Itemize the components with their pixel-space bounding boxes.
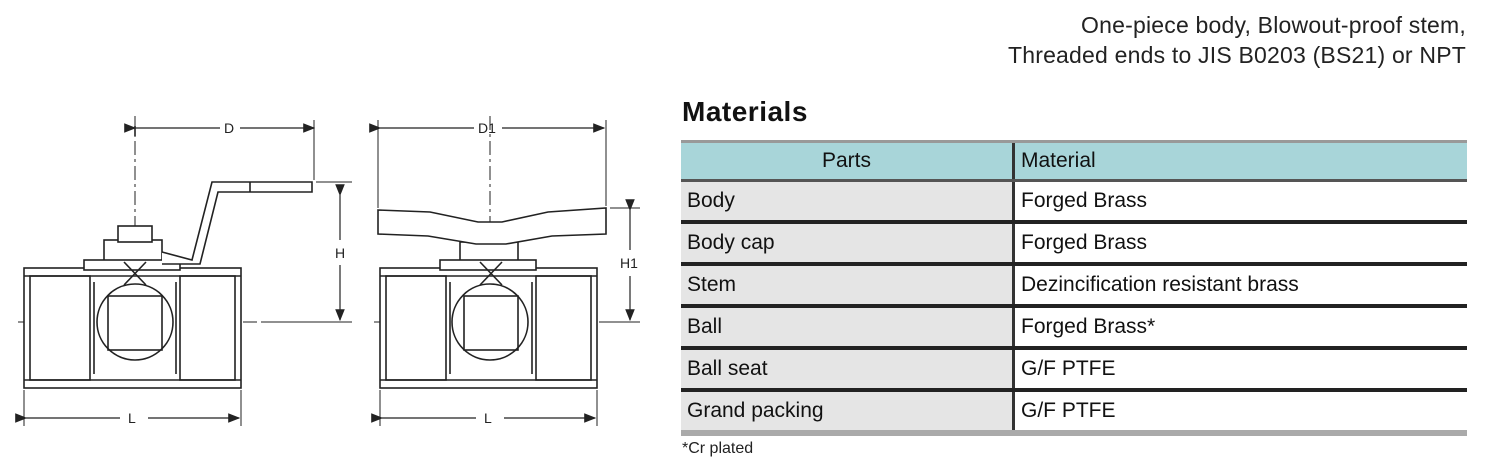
material-cell: Dezincification resistant brass [1013,264,1467,308]
product-description: One-piece body, Blowout-proof stem, Thre… [1008,10,1466,70]
part-cell: Ball seat [681,348,1015,392]
dim-l-label: L [128,410,136,426]
dim-h1-label: H1 [620,255,638,271]
part-cell: Body cap [681,222,1015,266]
description-line-2: Threaded ends to JIS B0203 (BS21) or NPT [1007,42,1466,68]
table-row: Body cap Forged Brass [681,222,1467,266]
part-cell: Body [681,180,1015,224]
table-row: Ball Forged Brass* [681,306,1467,350]
description-line-1: One-piece body, Blowout-proof stem, [1081,12,1466,38]
table-header-row: Parts Material [681,143,1467,182]
table-row: Ball seat G/F PTFE [681,348,1467,392]
dim-h-label: H [335,245,345,261]
dim-l2-label: L [484,410,492,426]
part-cell: Ball [681,306,1015,350]
material-cell: Forged Brass [1013,222,1467,266]
dim-d1-label: D1 [478,120,496,136]
table-row: Grand packing G/F PTFE [681,390,1467,436]
lever-valve-drawing [15,116,352,426]
materials-title: Materials [682,96,808,127]
material-cell: G/F PTFE [1013,348,1467,392]
material-cell: Forged Brass* [1013,306,1467,350]
dim-d-label: D [224,120,234,136]
header-parts: Parts [681,143,1015,182]
tee-valve-drawing [369,116,640,426]
footnote: *Cr plated [682,440,754,457]
table-row: Body Forged Brass [681,180,1467,224]
material-cell: G/F PTFE [1013,390,1467,436]
material-cell: Forged Brass [1013,180,1467,224]
part-cell: Stem [681,264,1015,308]
table-top-rule [681,140,1467,143]
header-material: Material [1013,143,1467,182]
materials-table: Parts Material Body Forged Brass Body ca… [681,140,1467,436]
valve-drawings: D H L D1 H1 L [15,116,640,426]
table-row: Stem Dezincification resistant brass [681,264,1467,308]
part-cell: Grand packing [681,390,1015,436]
